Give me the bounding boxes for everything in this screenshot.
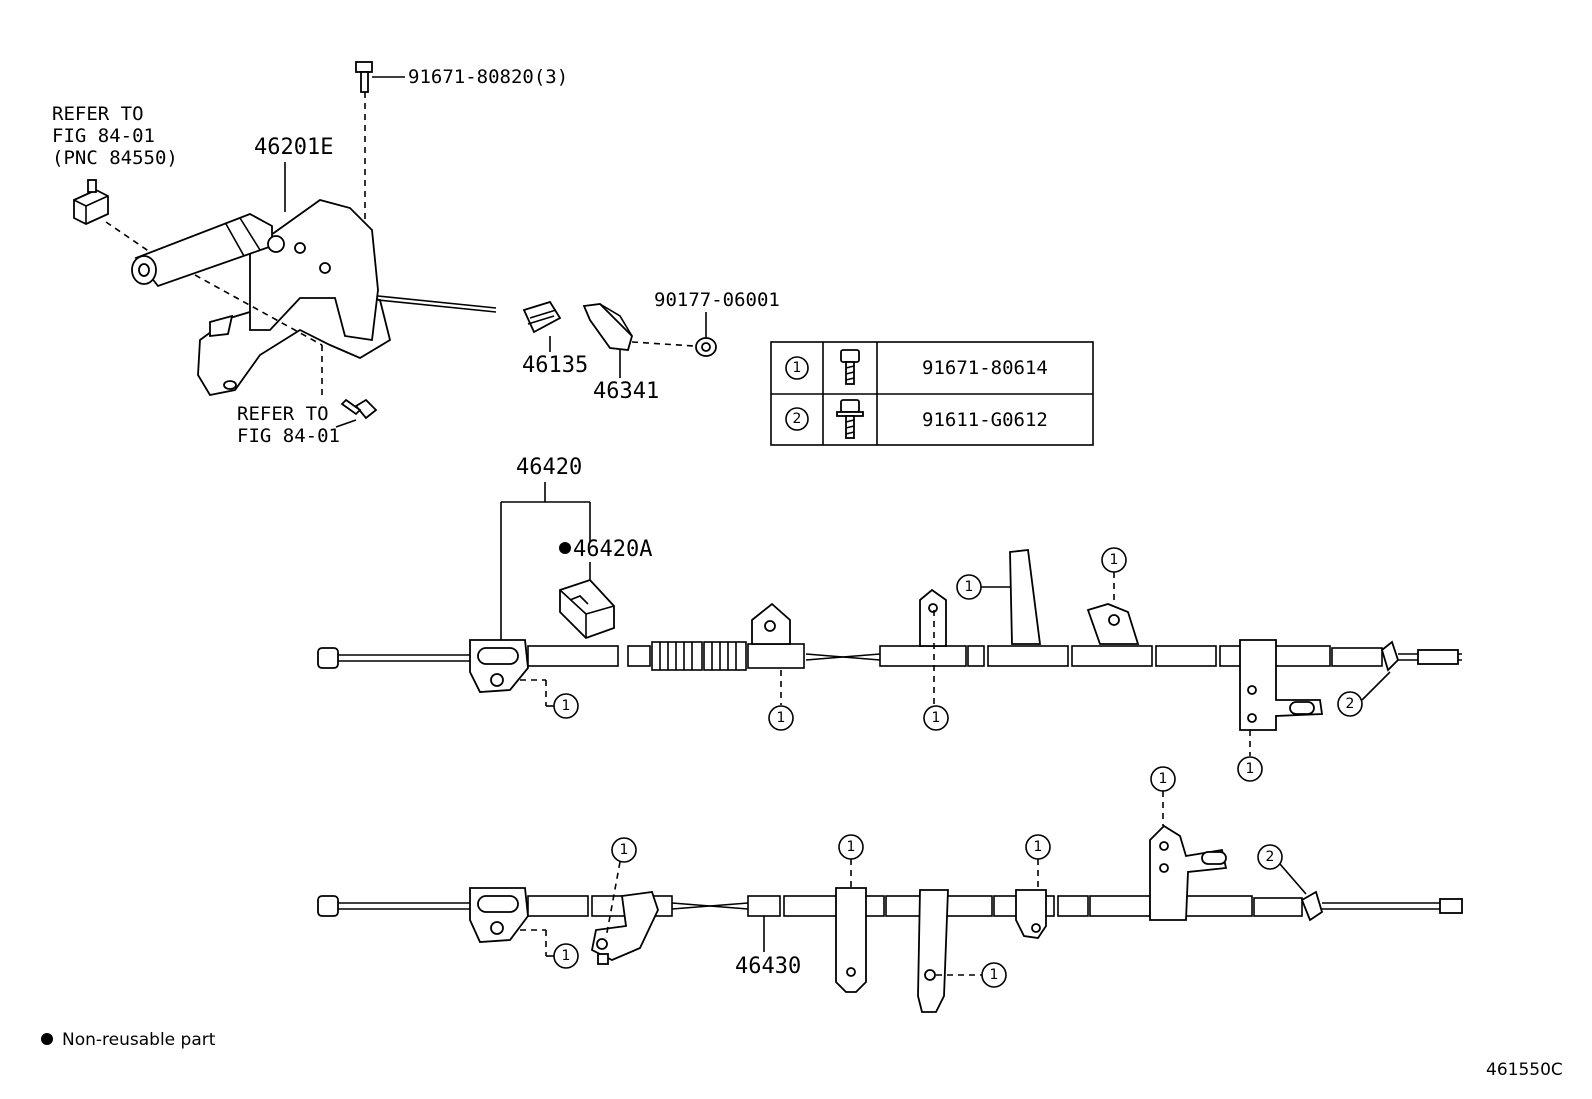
legend-num-2: 2 xyxy=(793,411,802,427)
refer-top-line2: FIG 84-01 xyxy=(52,125,155,147)
callout-2a: 2 xyxy=(1346,696,1355,712)
callout-1c: 1 xyxy=(932,710,941,726)
callout-1e: 1 xyxy=(1110,552,1119,568)
parking-brake-lever xyxy=(131,199,497,400)
flange-bolt-icon xyxy=(836,399,864,439)
legend-part-1: 91671-80614 xyxy=(922,357,1048,379)
label-46430: 46430 xyxy=(735,954,801,979)
bracket-46420 xyxy=(500,482,591,648)
figure-id: 461550C xyxy=(1486,1060,1563,1080)
switch-84550 xyxy=(73,179,151,253)
label-46341: 46341 xyxy=(593,379,659,404)
refer-bottom-line2: FIG 84-01 xyxy=(237,425,340,447)
callout-2-1c: 1 xyxy=(847,839,856,855)
label-46135: 46135 xyxy=(522,353,588,378)
callout-1a: 1 xyxy=(562,698,571,714)
callout-2-2: 2 xyxy=(1266,849,1275,865)
legend-table: 1 91671-80614 2 91611-G0612 xyxy=(770,341,1094,446)
callout-2-1f: 1 xyxy=(1159,771,1168,787)
footnote-dot xyxy=(41,1033,53,1045)
callout-1d: 1 xyxy=(965,579,974,595)
callouts-cable-2: 1 1 1 1 1 1 2 xyxy=(553,766,1307,988)
footnote-text: Non-reusable part xyxy=(62,1030,216,1050)
legend-row-2: 2 91611-G0612 xyxy=(785,399,1048,439)
callout-2-1d: 1 xyxy=(990,967,999,983)
callouts-cable-1: 1 1 1 1 1 1 2 xyxy=(553,547,1391,782)
refer-top-line3: (PNC 84550) xyxy=(52,147,178,169)
refer-top-line1: REFER TO xyxy=(52,103,144,125)
callout-2-1b: 1 xyxy=(620,842,629,858)
bolt-refer-bottom xyxy=(340,398,378,420)
cable-46420 xyxy=(317,549,1462,731)
part-46341 xyxy=(582,303,695,378)
legend-num-1: 1 xyxy=(793,360,802,376)
callout-1f: 1 xyxy=(1246,761,1255,777)
cable-46430 xyxy=(317,824,1463,1013)
callout-2-1a: 1 xyxy=(562,948,571,964)
legend-row-1: 1 91671-80614 xyxy=(785,349,1048,385)
nut-90177-06001 xyxy=(695,312,717,357)
part-46420A-cushion xyxy=(559,578,615,640)
refer-top-block: REFER TO FIG 84-01 (PNC 84550) xyxy=(52,103,178,169)
refer-bottom-line1: REFER TO xyxy=(237,403,329,425)
label-91671-80820: 91671-80820(3) xyxy=(408,66,568,88)
label-90177-06001: 90177-06001 xyxy=(654,289,780,311)
non-reusable-dot xyxy=(559,542,571,554)
part-46135 xyxy=(522,300,562,352)
refer-bottom-block: REFER TO FIG 84-01 xyxy=(237,403,357,447)
bolt-icon xyxy=(840,349,860,385)
label-46420: 46420 xyxy=(516,455,582,480)
label-46420A: 46420A xyxy=(573,537,652,562)
callout-1b: 1 xyxy=(777,710,786,726)
legend-part-2: 91611-G0612 xyxy=(922,409,1048,431)
label-46201E: 46201E xyxy=(254,135,333,160)
callout-2-1e: 1 xyxy=(1034,839,1043,855)
